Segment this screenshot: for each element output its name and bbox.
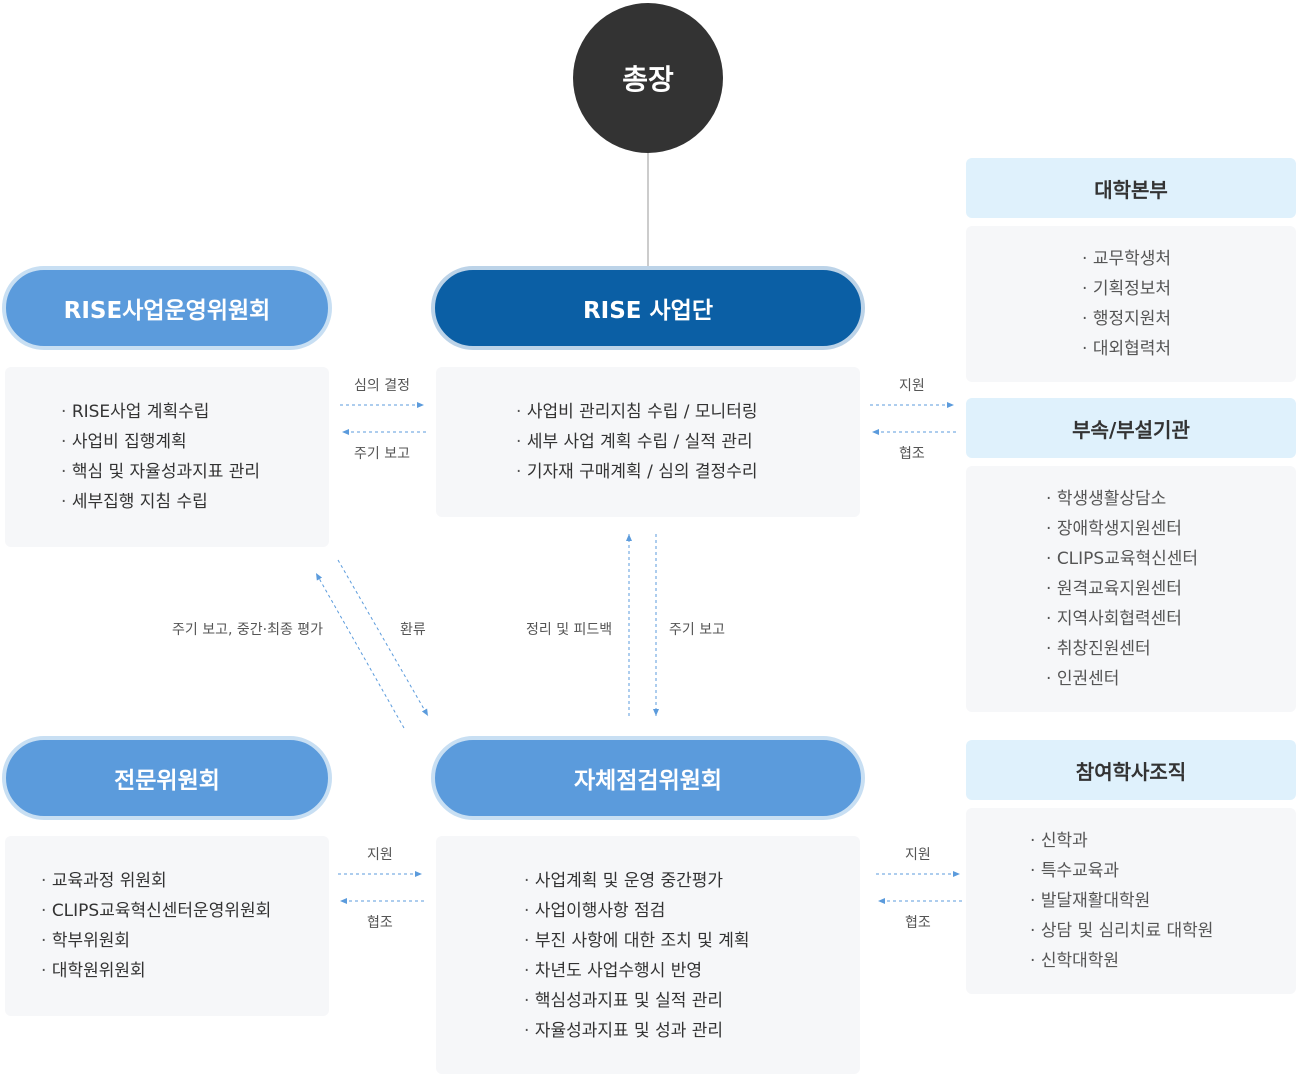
- list-item: 사업계획 및 운영 중간평가: [524, 866, 860, 896]
- list-item: 발달재활대학원: [1030, 886, 1296, 916]
- expert-committee-box: 교육과정 위원회 CLIPS교육혁신센터운영위원회 학부위원회 대학원위원회: [5, 836, 329, 1016]
- list-item: 행정지원처: [1082, 304, 1296, 334]
- label-deliberation: 심의 결정: [354, 378, 410, 394]
- label-periodic-report-1: 주기 보고: [354, 446, 410, 462]
- list-item: 장애학생지원센터: [1046, 514, 1296, 544]
- expert-committee-title: 전문위원회: [114, 768, 220, 794]
- affiliated-header: 부속/부설기관: [966, 398, 1296, 458]
- label-cooperation-2: 협조: [367, 915, 393, 931]
- list-item: 상담 및 심리치료 대학원: [1030, 916, 1296, 946]
- list-item: CLIPS교육혁신센터운영위원회: [41, 896, 329, 926]
- list-item: 인권센터: [1046, 664, 1296, 694]
- list-item: 세부집행 지침 수립: [61, 487, 329, 517]
- label-support-1: 지원: [899, 378, 925, 394]
- departments-header: 참여학사조직: [966, 740, 1296, 800]
- departments-box: 신학과 특수교육과 발달재활대학원 상담 및 심리치료 대학원 신학대학원: [966, 808, 1296, 994]
- self-check-committee-box: 사업계획 및 운영 중간평가 사업이행사항 점검 부진 사항에 대한 조치 및 …: [436, 836, 860, 1074]
- list-item: 교무학생처: [1082, 244, 1296, 274]
- project-group-title: RISE 사업단: [582, 298, 714, 324]
- arrow-periodic-eval: [315, 572, 405, 729]
- operation-committee-box: RISE사업 계획수립 사업비 집행계획 핵심 및 자율성과지표 관리 세부집행…: [5, 367, 329, 547]
- label-support-2: 지원: [367, 847, 393, 863]
- self-check-committee-title: 자체점검위원회: [573, 768, 723, 794]
- list-item: 차년도 사업수행시 반영: [524, 956, 860, 986]
- self-check-committee-header: 자체점검위원회: [431, 736, 865, 820]
- affiliated-box: 학생생활상담소 장애학생지원센터 CLIPS교육혁신센터 원격교육지원센터 지역…: [966, 466, 1296, 712]
- list-item: 핵심성과지표 및 실적 관리: [524, 986, 860, 1016]
- label-periodic-eval: 주기 보고, 중간·최종 평가: [172, 622, 324, 638]
- operation-committee-header: RISE사업운영위원회: [2, 266, 332, 350]
- label-summary-feedback: 정리 및 피드백: [526, 622, 613, 638]
- list-item: 기획정보처: [1082, 274, 1296, 304]
- list-item: 특수교육과: [1030, 856, 1296, 886]
- list-item: 신학대학원: [1030, 946, 1296, 976]
- headquarters-box: 교무학생처 기획정보처 행정지원처 대외협력처: [966, 226, 1296, 382]
- list-item: 자율성과지표 및 성과 관리: [524, 1016, 860, 1046]
- list-item: 기자재 구매계획 / 심의 결정수리: [516, 457, 860, 487]
- list-item: RISE사업 계획수립: [61, 397, 329, 427]
- list-item: 핵심 및 자율성과지표 관리: [61, 457, 329, 487]
- label-cooperation-1: 협조: [899, 446, 925, 462]
- list-item: 사업비 집행계획: [61, 427, 329, 457]
- list-item: 부진 사항에 대한 조치 및 계획: [524, 926, 860, 956]
- list-item: 교육과정 위원회: [41, 866, 329, 896]
- president-node: 총장: [573, 3, 723, 153]
- list-item: 원격교육지원센터: [1046, 574, 1296, 604]
- list-item: 신학과: [1030, 826, 1296, 856]
- label-cooperation-3: 협조: [905, 915, 931, 931]
- list-item: 학생생활상담소: [1046, 484, 1296, 514]
- list-item: 사업비 관리지침 수립 / 모니터링: [516, 397, 860, 427]
- list-item: 세부 사업 계획 수립 / 실적 관리: [516, 427, 860, 457]
- list-item: 대외협력처: [1082, 334, 1296, 364]
- headquarters-header: 대학본부: [966, 158, 1296, 218]
- list-item: CLIPS교육혁신센터: [1046, 544, 1296, 574]
- list-item: 지역사회협력센터: [1046, 604, 1296, 634]
- departments-title: 참여학사조직: [1075, 759, 1187, 784]
- headquarters-title: 대학본부: [1094, 177, 1168, 202]
- affiliated-title: 부속/부설기관: [1072, 417, 1190, 442]
- list-item: 취창진원센터: [1046, 634, 1296, 664]
- expert-committee-header: 전문위원회: [2, 736, 332, 820]
- project-group-header: RISE 사업단: [431, 266, 865, 350]
- list-item: 대학원위원회: [41, 956, 329, 986]
- label-periodic-report-2: 주기 보고: [669, 622, 725, 638]
- label-support-3: 지원: [905, 847, 931, 863]
- operation-committee-title: RISE사업운영위원회: [63, 298, 271, 324]
- list-item: 학부위원회: [41, 926, 329, 956]
- project-group-box: 사업비 관리지침 수립 / 모니터링 세부 사업 계획 수립 / 실적 관리 기…: [436, 367, 860, 517]
- label-feedback-return: 환류: [400, 622, 426, 638]
- president-label: 총장: [622, 63, 674, 96]
- list-item: 사업이행사항 점검: [524, 896, 860, 926]
